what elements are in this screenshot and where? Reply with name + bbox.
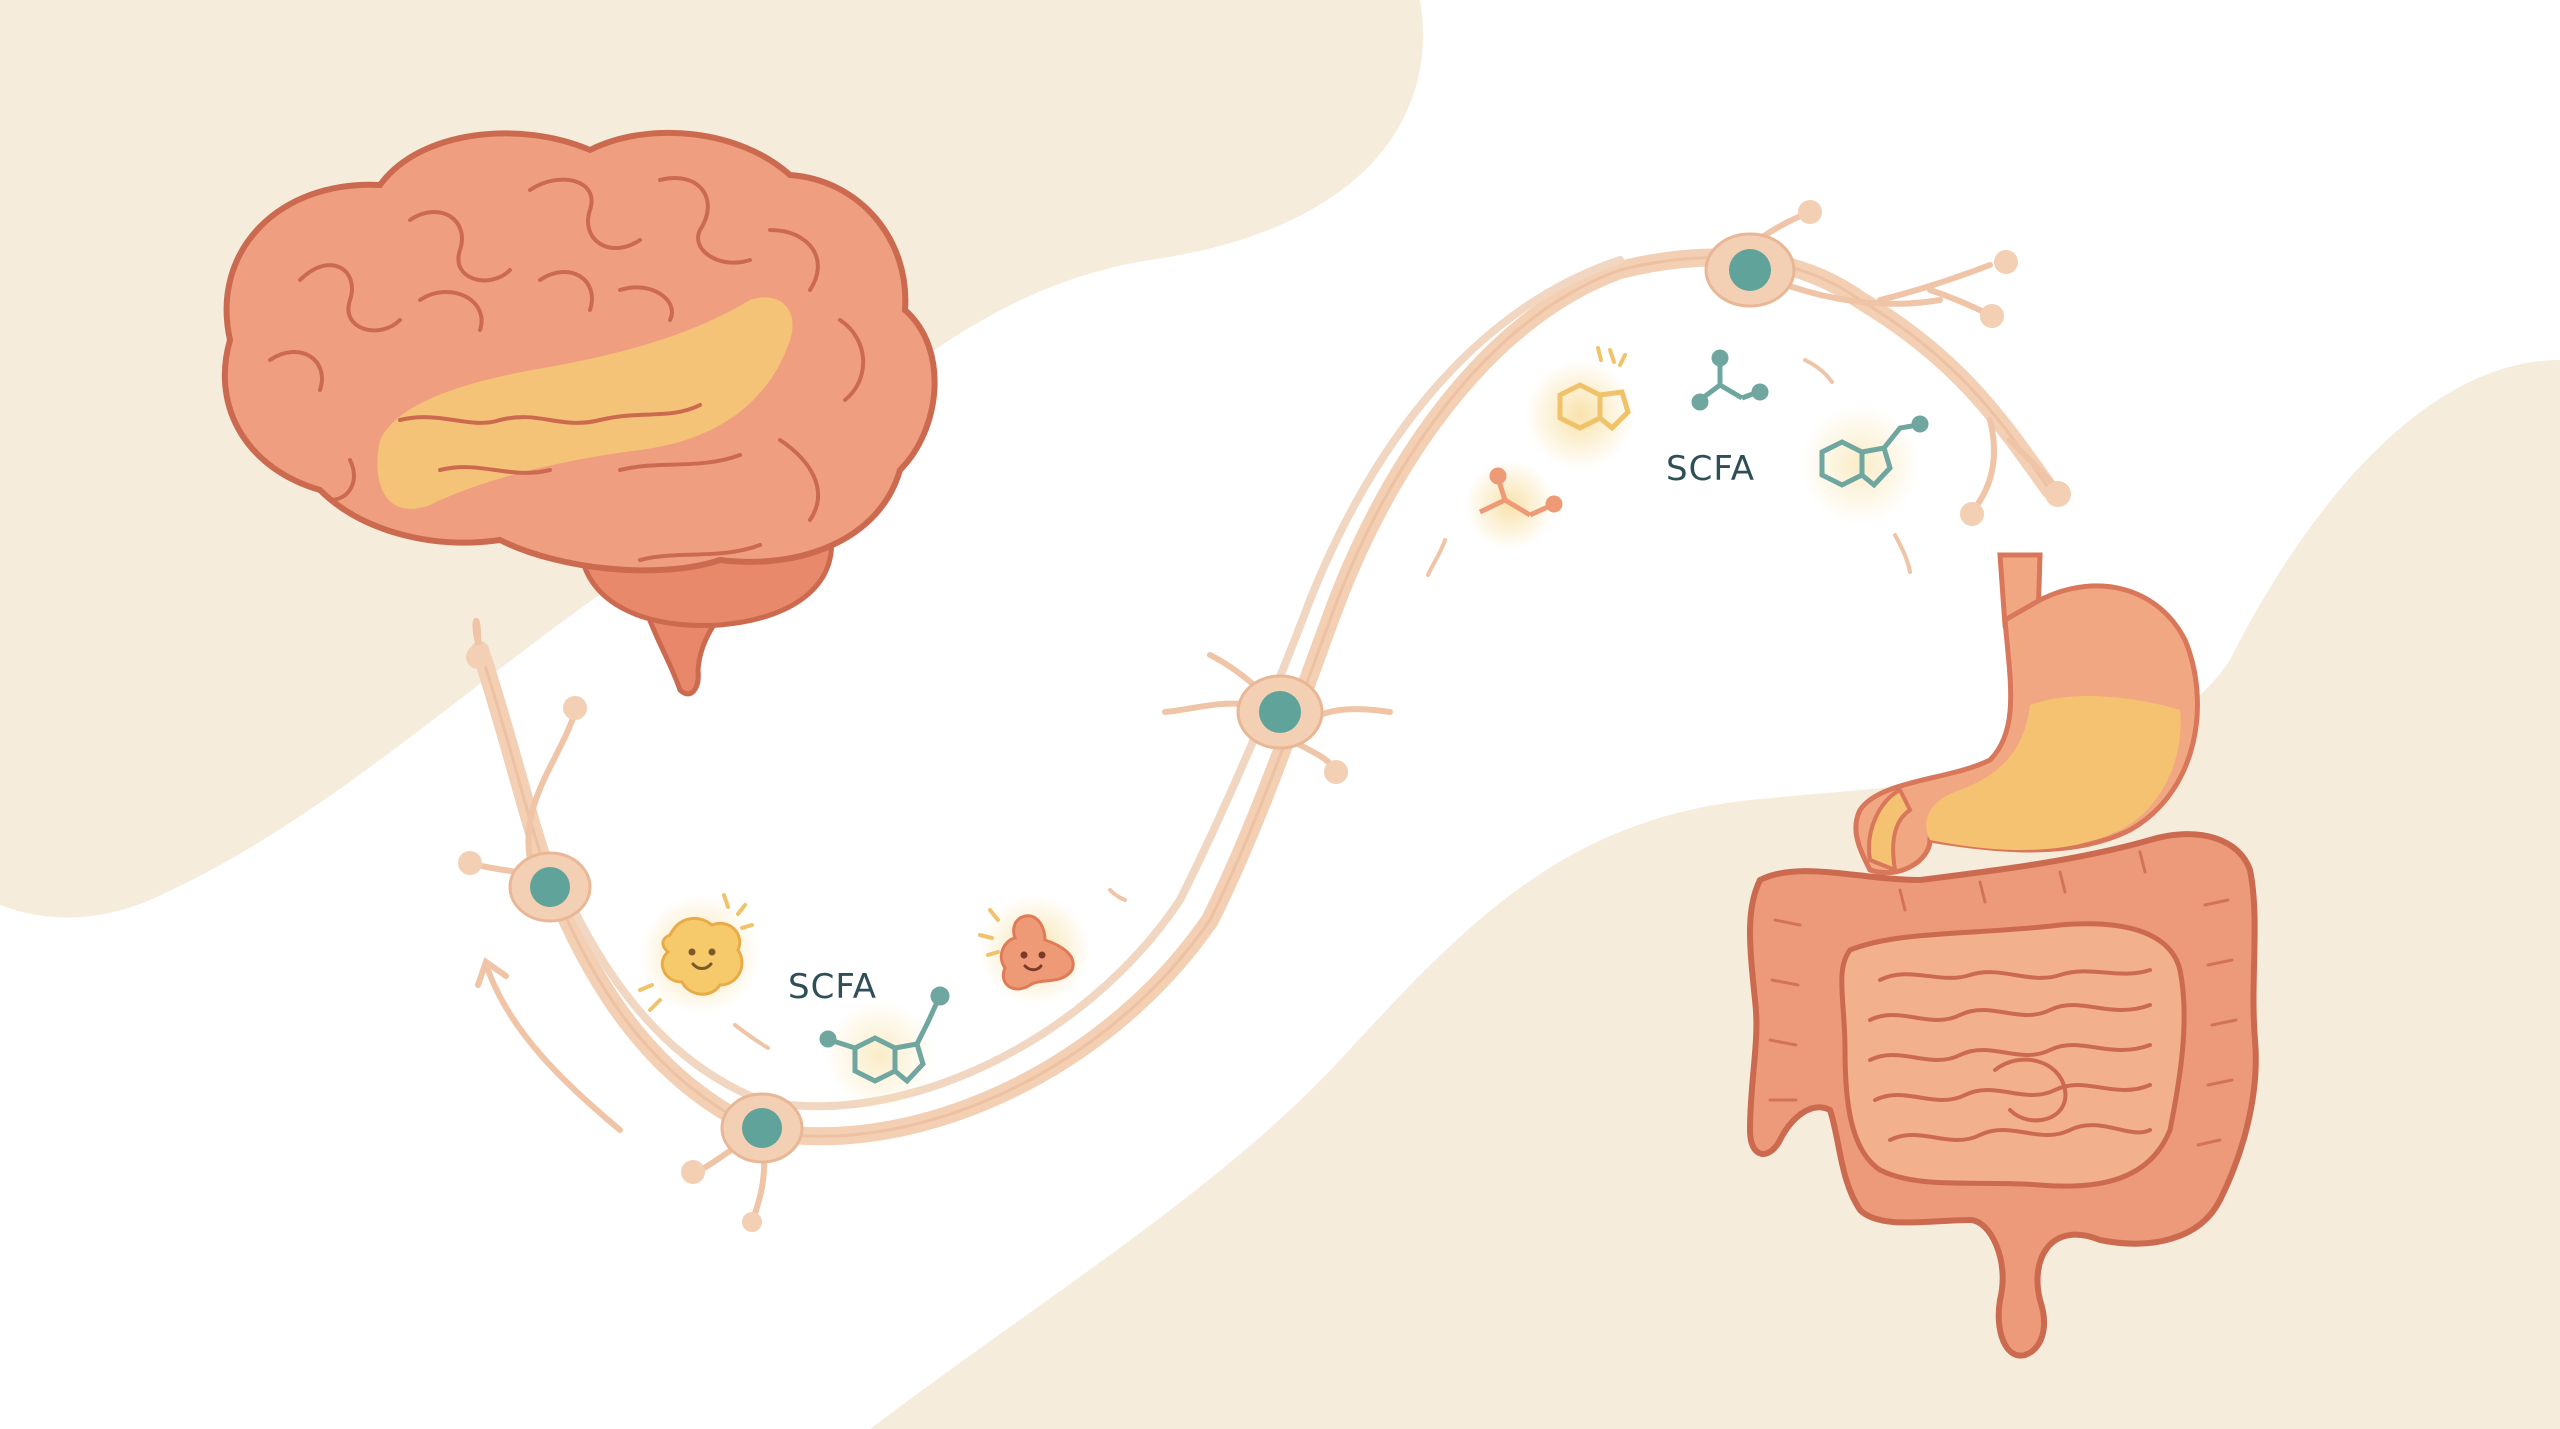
pylorus xyxy=(1867,787,1913,874)
neuron-icon xyxy=(508,851,592,923)
nerve-inner-strand xyxy=(556,256,1624,1111)
molecules-top: SCFA xyxy=(1426,346,1929,577)
molecules-bottom: SCFA xyxy=(638,888,1127,1110)
microbe-icon xyxy=(660,916,744,996)
dendrite-tips xyxy=(458,200,2071,1232)
brain-icon xyxy=(221,129,938,697)
arrow-icon xyxy=(485,967,623,1133)
motion-dashes xyxy=(1426,358,1912,577)
brain-folds xyxy=(268,176,866,562)
molecule-icon xyxy=(1465,460,1563,550)
colon-haustra xyxy=(1768,850,2238,1147)
scfa-label-top: SCFA xyxy=(1666,449,1755,489)
sparkle-marks xyxy=(978,908,1000,957)
motion-dashes xyxy=(733,888,1127,1050)
molecule-icon xyxy=(1691,349,1769,411)
stomach-icon xyxy=(1853,552,2200,876)
sparkle-marks xyxy=(1596,346,1627,367)
microbe-icon xyxy=(999,914,1075,991)
nerve-main-outline xyxy=(478,256,2052,1138)
neuron-icon xyxy=(720,1092,804,1164)
neuron-nodes xyxy=(508,232,1796,1164)
molecule-icon xyxy=(819,986,950,1085)
sparkle-marks xyxy=(638,893,754,1012)
background-blob-bottom-right xyxy=(870,360,2560,1429)
neuron-icon xyxy=(1704,232,1796,308)
molecule-icon xyxy=(1557,382,1631,432)
intestine-icon xyxy=(1746,831,2259,1359)
stomach-contents xyxy=(1926,695,2181,850)
scfa-label-bottom: SCFA xyxy=(788,967,877,1007)
molecule-icon xyxy=(1819,415,1929,489)
neuron-icon xyxy=(1236,674,1324,750)
small-intestine-coils xyxy=(1868,968,2152,1142)
temporal-lobe-highlight xyxy=(377,297,793,509)
arrow-head xyxy=(475,957,509,988)
